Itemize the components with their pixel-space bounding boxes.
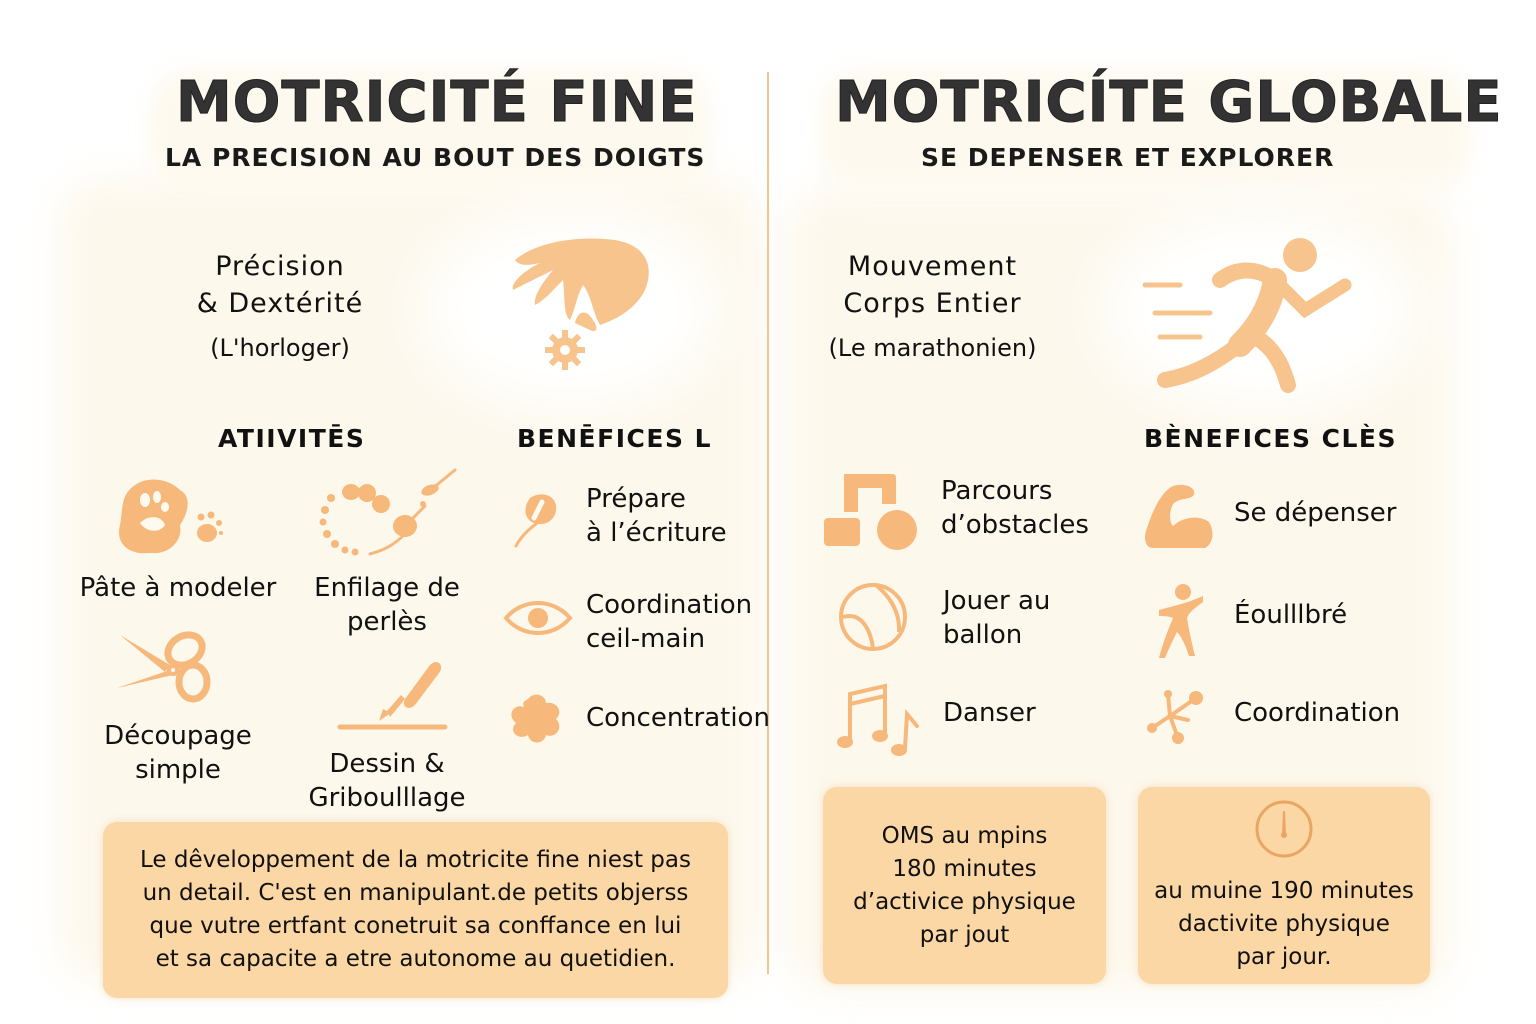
benefit-label-concentration: Concentration (586, 703, 770, 733)
activity-label-scissors: Découpage simple (78, 719, 278, 787)
who-recommendation-box: OMS au mpins 180 minutes d’activice phys… (823, 787, 1106, 984)
activity-label-drawing-line2: Griboulllage (308, 783, 466, 813)
hero-subtext: (L'horloger) (210, 334, 350, 362)
gross-benefits-heading: BÈNEFICES CLÈS (1144, 424, 1398, 453)
activity-label-drawing-line1: Dessin & (329, 749, 445, 779)
daily-line-3: par jour. (1236, 944, 1332, 970)
right-title-background (820, 70, 1470, 190)
note-line-1: Le dêveloppement de la motricite fine ni… (139, 847, 691, 873)
who-line-4: par jout (919, 921, 1010, 948)
fine-benefits-heading: BENĒFICES L (517, 424, 713, 453)
activity-label-scissors-line1: Découpage (104, 721, 252, 751)
benefit-label-eye-hand-line2: ceil-main (586, 624, 706, 654)
bead-string-icon (315, 468, 460, 560)
running-person-icon (1140, 235, 1365, 395)
benefit-label-writing: Prépare à l’écriture (586, 482, 727, 550)
activity-label-beads: Enfilage de perlès (287, 571, 487, 639)
balancing-figure-icon (1155, 582, 1207, 660)
fine-motor-hero-text: Précision & Dextérité (L'horloger) (170, 248, 390, 362)
activity-label-beads-line2: perlès (347, 607, 427, 637)
hero-line-2: Corps Entier (843, 288, 1022, 319)
center-divider (767, 72, 769, 974)
hero-line-2: & Dextérité (196, 288, 364, 319)
ball-icon (835, 582, 911, 652)
daily-line-2: dactivite physique (1178, 911, 1390, 937)
benefit-label-eye-hand-line1: Coordination (586, 590, 753, 620)
benefit-label-balance: Éoulllbré (1234, 600, 1348, 630)
fine-motor-title: MOTRICITÉ FINE (176, 70, 698, 136)
hand-picking-gear-icon (505, 235, 655, 370)
activity-label-play-dough: Pâte à modeler (79, 573, 277, 603)
who-line-3: d’activice physique (853, 888, 1076, 915)
fine-motor-note-box: Le dêveloppement de la motricite fine ni… (103, 822, 728, 998)
gross-motor-subtitle: SE DEPENSER ET EXPLORER (921, 143, 1335, 172)
network-nodes-icon (1144, 686, 1210, 746)
music-notes-icon (835, 680, 925, 758)
pen-nib-icon (510, 490, 570, 550)
activity-label-obstacles-line1: Parcours (941, 476, 1053, 506)
activity-label-ball: Jouer au ballon (943, 584, 1050, 652)
benefit-label-eye-hand: Coordination ceil-main (586, 588, 752, 656)
crayon-icon (335, 655, 450, 735)
gross-motor-hero-text: Mouvement Corps Entier (Le marathonien) (810, 248, 1055, 362)
hero-line-1: Précision (215, 251, 345, 282)
obstacle-blocks-icon (822, 472, 919, 554)
play-dough-icon (115, 475, 235, 560)
daily-line-1: au muine 190 minutes (1154, 878, 1414, 904)
who-line-2: 180 minutes (892, 855, 1037, 882)
activity-label-scissors-line2: simple (135, 755, 221, 785)
activity-label-ball-line2: ballon (943, 620, 1023, 650)
fine-motor-subtitle: LA PRECISION AU BOUT DES DOIGTS (165, 143, 706, 172)
benefit-label-energy: Se dépenser (1234, 498, 1397, 528)
clock-icon (1252, 797, 1316, 861)
flexed-arm-icon (1143, 482, 1215, 550)
activity-label-ball-line1: Jouer au (943, 586, 1051, 616)
hero-subtext: (Le marathonien) (828, 334, 1037, 362)
flower-blob-icon (508, 693, 564, 745)
activity-label-drawing: Dessin & Griboulllage (287, 747, 487, 815)
left-title-background (150, 70, 710, 190)
who-line-1: OMS au mpins (881, 822, 1048, 849)
note-line-4: et sa capacite a etre autonome au quetid… (155, 946, 676, 972)
benefit-label-coordination: Coordination (1234, 698, 1401, 728)
note-line-3: que vutre ertfant conetruit sa conffance… (149, 913, 682, 939)
scissors-icon (115, 630, 215, 705)
activity-label-obstacles-line2: d’obstacles (941, 510, 1089, 540)
activity-label-obstacles: Parcours d’obstacles (941, 474, 1089, 542)
activity-label-beads-line1: Enfilage de (314, 573, 460, 603)
benefit-label-writing-line1: Prépare (586, 484, 686, 514)
gross-motor-title: MOTRICÍTE GLOBALE (835, 70, 1503, 136)
note-line-2: un detail. C'est en manipulant.de petits… (142, 880, 689, 906)
daily-activity-box: au muine 190 minutes dactivite physique … (1138, 787, 1430, 984)
activities-heading: ATIIVITĒS (218, 424, 366, 453)
eye-icon (503, 596, 573, 640)
benefit-label-writing-line2: à l’écriture (586, 518, 727, 548)
activity-label-dance: Danser (943, 698, 1036, 728)
hero-line-1: Mouvement (847, 251, 1018, 282)
